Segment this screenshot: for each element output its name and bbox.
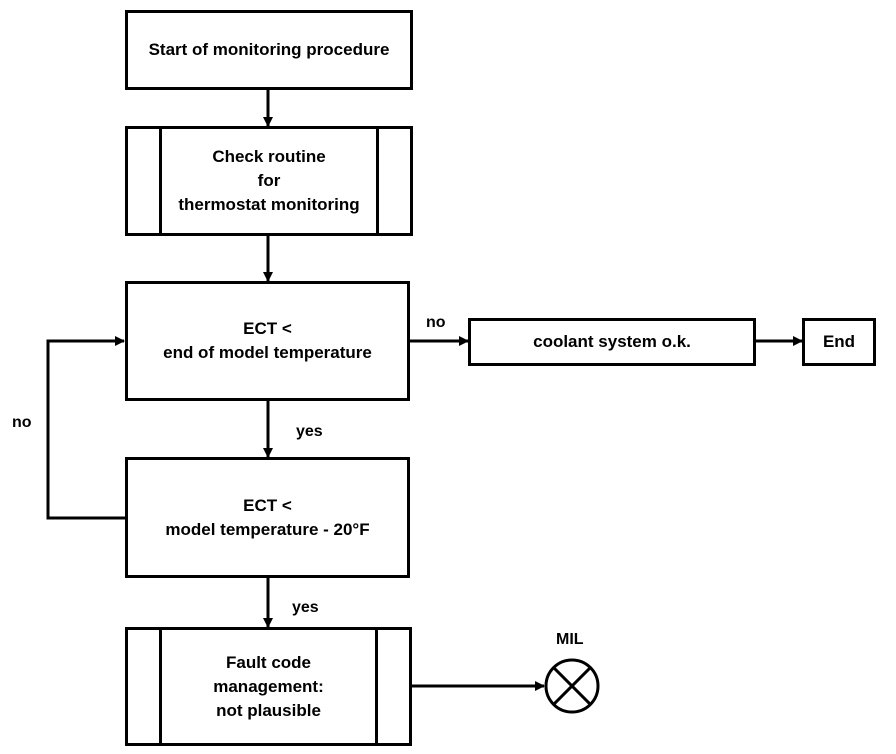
decision1-line-2: end of model temperature [163, 343, 372, 362]
coolant-ok-text: coolant system o.k. [533, 332, 691, 351]
decision-model-minus-box: ECT < model temperature - 20°F [125, 457, 410, 578]
fault-code-line-2: management: [213, 676, 324, 696]
mil-label: MIL [556, 631, 584, 648]
end-box: End [802, 318, 876, 366]
check-routine-line-3: thermostat monitoring [178, 195, 360, 214]
fault-code-box: Fault code management: not plausible [125, 627, 412, 746]
start-text: Start of monitoring procedure [148, 40, 390, 59]
decision1-line-1: ECT < [243, 319, 292, 338]
lamp-icon [544, 658, 600, 714]
edge-label-yes-second: yes [292, 599, 319, 616]
start-box: Start of monitoring procedure [125, 10, 413, 90]
decision2-line-1: ECT < [243, 495, 292, 515]
fault-code-line-3: not plausible [216, 700, 321, 720]
arrow-loop-no [46, 336, 126, 520]
check-routine-line-2: for [257, 171, 281, 190]
decision-end-model-temp-box: ECT < end of model temperature [125, 281, 410, 401]
edge-label-no-loop: no [12, 414, 32, 431]
decision2-line-2: model temperature - 20°F [165, 519, 370, 539]
check-routine-box: Check routine for thermostat monitoring [125, 126, 413, 236]
edge-label-yes-first: yes [296, 423, 323, 440]
edge-label-no-right: no [426, 314, 446, 331]
end-text: End [822, 332, 856, 351]
check-routine-line-1: Check routine [212, 147, 326, 166]
fault-code-line-1: Fault code [225, 652, 311, 672]
coolant-ok-box: coolant system o.k. [468, 318, 756, 366]
